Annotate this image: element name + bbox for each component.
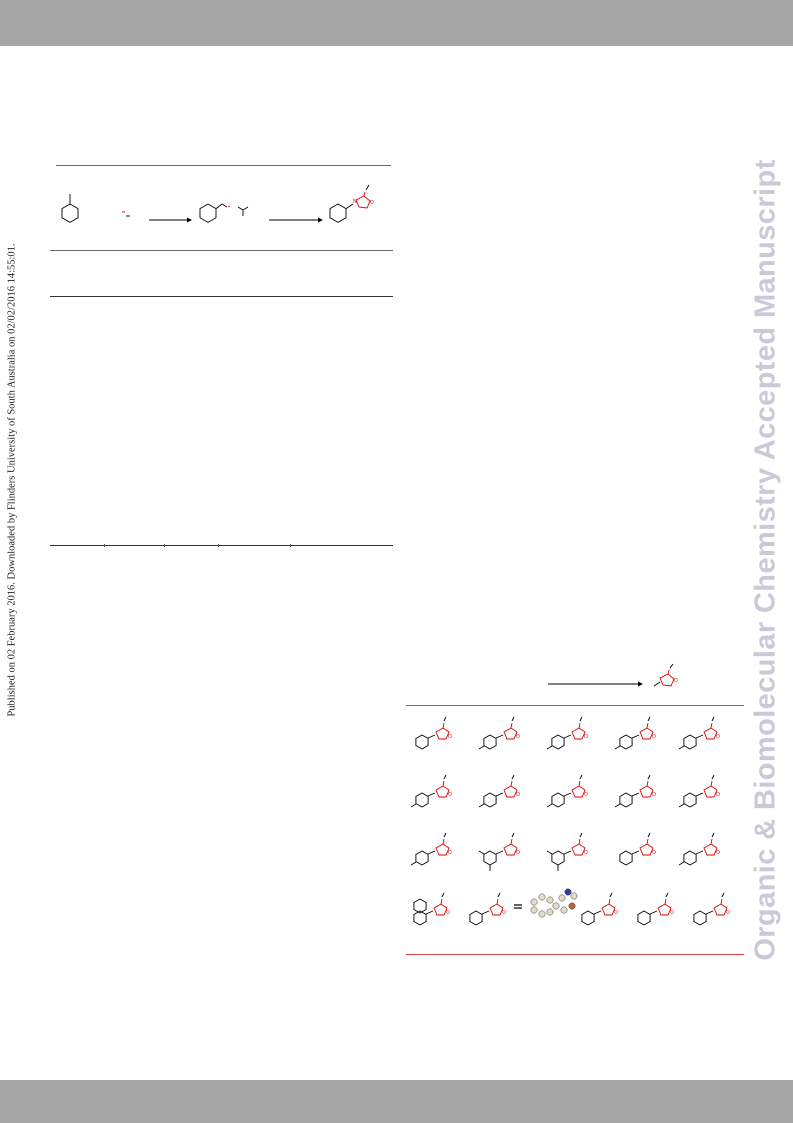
svg-text:O: O — [516, 734, 520, 740]
svg-text:O: O — [516, 850, 520, 856]
phenyl-product-2-structure: O — [469, 892, 506, 926]
crystal-structure-structure — [514, 888, 578, 918]
reaction-scheme-bottom-header: O — [548, 663, 678, 687]
m-tolyl-product-structure: O — [678, 716, 720, 750]
footer-band — [0, 1080, 793, 1123]
o-substituted-product-3-structure: O — [410, 832, 452, 866]
svg-text:O: O — [652, 792, 656, 798]
column-divider — [164, 544, 165, 547]
svg-text:O: O — [448, 850, 452, 856]
scheme-red-top-rule — [406, 705, 744, 706]
svg-text:O: O — [716, 850, 720, 856]
svg-text:O: O — [448, 734, 452, 740]
table-bottom-rule — [50, 545, 393, 546]
scheme-bottom-rule — [50, 250, 393, 251]
reaction-arrow-3 — [548, 681, 643, 687]
p-substituted-product-4-structure: O — [614, 774, 656, 808]
scheme-red-bottom-rule — [406, 954, 744, 955]
table-header-rule — [50, 296, 393, 297]
svg-text:O: O — [716, 734, 720, 740]
svg-text:O: O — [670, 910, 674, 916]
p-substituted-product-5-structure: O — [678, 832, 720, 866]
svg-text:N: N — [353, 199, 357, 205]
svg-text:O: O — [614, 910, 618, 916]
pyridyl-product-structure: O — [581, 892, 618, 926]
svg-text:O: O — [448, 792, 452, 798]
trimethyl-product-structure: O — [546, 832, 588, 871]
p-substituted-product-3-structure: O — [478, 774, 520, 808]
aryl-product-structure: N O — [329, 184, 374, 223]
toluene-structure — [61, 194, 79, 223]
svg-text:O: O — [370, 200, 374, 206]
scheme-top-rule — [56, 165, 391, 166]
svg-text:O: O — [652, 850, 656, 856]
p-tolyl-product-structure: O — [478, 716, 520, 750]
svg-text:O: O — [502, 910, 506, 916]
column-divider — [104, 544, 105, 547]
p-substituted-product-structure: O — [546, 716, 588, 750]
product-scope-grid: O O O O O O O O O O O O O O O O O O O O — [410, 716, 730, 926]
column-divider — [290, 544, 291, 547]
benzyl-product-structure: O — [619, 832, 656, 866]
styrene-intermediate-structure — [199, 203, 249, 223]
svg-text:O: O — [674, 678, 678, 684]
naphthyl-product-structure: O — [413, 892, 450, 926]
svg-text:O: O — [584, 850, 588, 856]
p-substituted-product-2-structure: O — [614, 716, 656, 750]
reaction-scheme-top: N O — [61, 184, 374, 223]
header-band — [0, 0, 793, 46]
reaction-arrow-2 — [269, 217, 323, 223]
svg-text:O: O — [652, 734, 656, 740]
svg-text:O: O — [446, 910, 450, 916]
column-divider — [218, 544, 219, 547]
journal-watermark: Organic & Biomolecular Chemistry Accepte… — [749, 159, 782, 961]
phenyl-product-structure: O — [415, 716, 452, 750]
dimethyl-product-structure: O — [478, 832, 520, 871]
thienyl-product-structure: O — [693, 892, 730, 926]
indolyl-product-structure: O — [637, 892, 674, 926]
reagent-structure — [122, 211, 130, 217]
general-product-structure: O — [653, 663, 678, 687]
o-substituted-product-structure: O — [410, 774, 452, 808]
m-substituted-product-structure: O — [678, 774, 720, 808]
svg-text:O: O — [716, 792, 720, 798]
svg-text:O: O — [726, 910, 730, 916]
o-substituted-product-2-structure: O — [546, 774, 588, 808]
reaction-arrow-1 — [149, 217, 192, 223]
svg-text:O: O — [584, 734, 588, 740]
download-notice: Published on 02 February 2016. Downloade… — [6, 243, 18, 717]
svg-text:O: O — [516, 792, 520, 798]
svg-text:O: O — [584, 792, 588, 798]
